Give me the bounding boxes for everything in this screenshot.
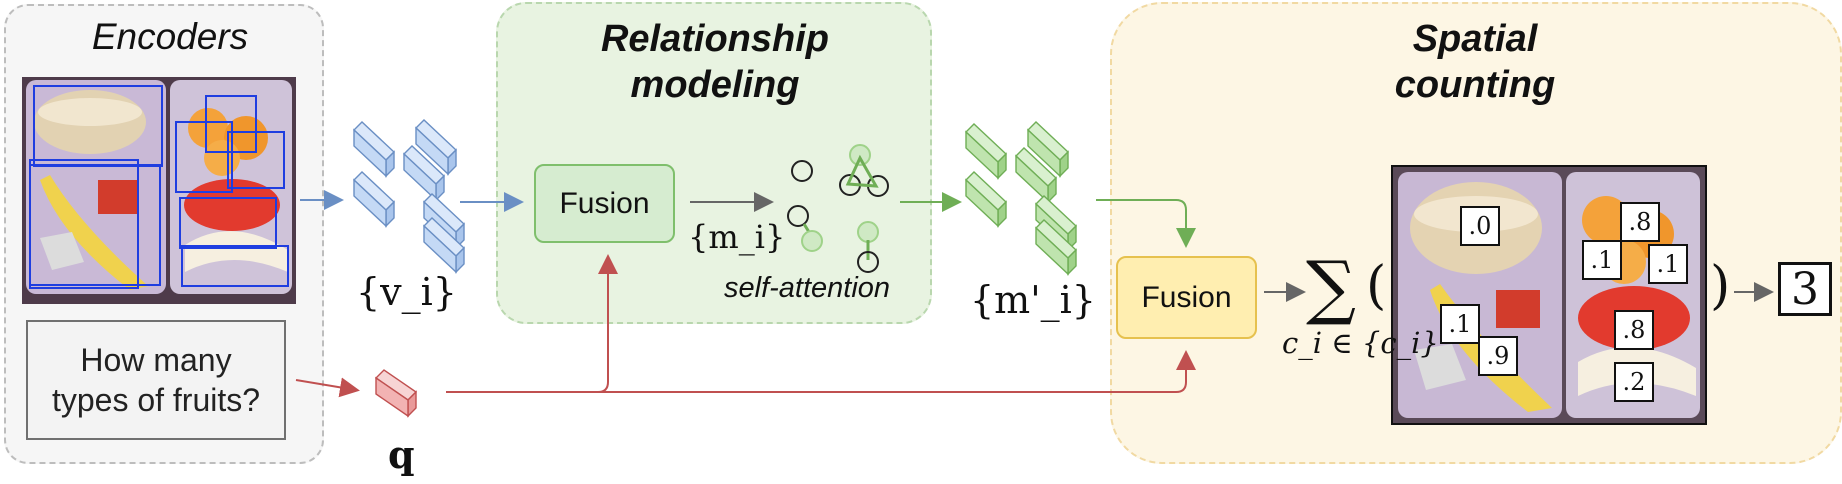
close-parenthesis: ) [1710, 256, 1731, 316]
self-attention-caption: self-attention [724, 272, 891, 304]
prob-box-banana-a: .1 [1440, 304, 1480, 344]
refined-features-label: {m'_i} [970, 278, 1096, 322]
open-parenthesis: ( [1366, 256, 1387, 316]
question-feature-cube [374, 369, 418, 418]
encoders-title: Encoders [91, 16, 249, 57]
summation-symbol: ∑ [1306, 246, 1356, 328]
prob-box-banana-b: .9 [1478, 336, 1518, 376]
prob-box-orange-left: .1 [1582, 240, 1622, 280]
spatial-title: Spatial counting [1394, 18, 1556, 106]
fusion-block-relationship: Fusion [534, 164, 675, 243]
pairwise-features-label: {m_i} [688, 218, 786, 256]
relationship-title: Relationship modeling [600, 18, 830, 106]
lunchbox-image [22, 77, 296, 304]
refined-feature-cubes [965, 121, 1077, 275]
object-features-label: {v_i} [356, 270, 457, 314]
question-feature-label: q [388, 432, 415, 477]
count-result: 3 [1778, 262, 1832, 316]
summation-subscript: c_i ∈ {c_i} [1282, 326, 1439, 360]
prob-box-apple-a: .8 [1614, 310, 1654, 350]
question-text: How many types of fruits? [51, 342, 261, 418]
prob-box-apple-b: .2 [1614, 362, 1654, 402]
object-feature-cubes [353, 119, 465, 273]
prob-box-orange-right: .1 [1648, 244, 1688, 284]
prob-box-sandwich: .0 [1460, 206, 1500, 246]
fusion-block-spatial: Fusion [1116, 256, 1257, 339]
self-attention-graph [787, 144, 889, 273]
question-box: How many types of fruits? [26, 320, 286, 440]
prob-box-orange-top: .8 [1620, 202, 1660, 242]
